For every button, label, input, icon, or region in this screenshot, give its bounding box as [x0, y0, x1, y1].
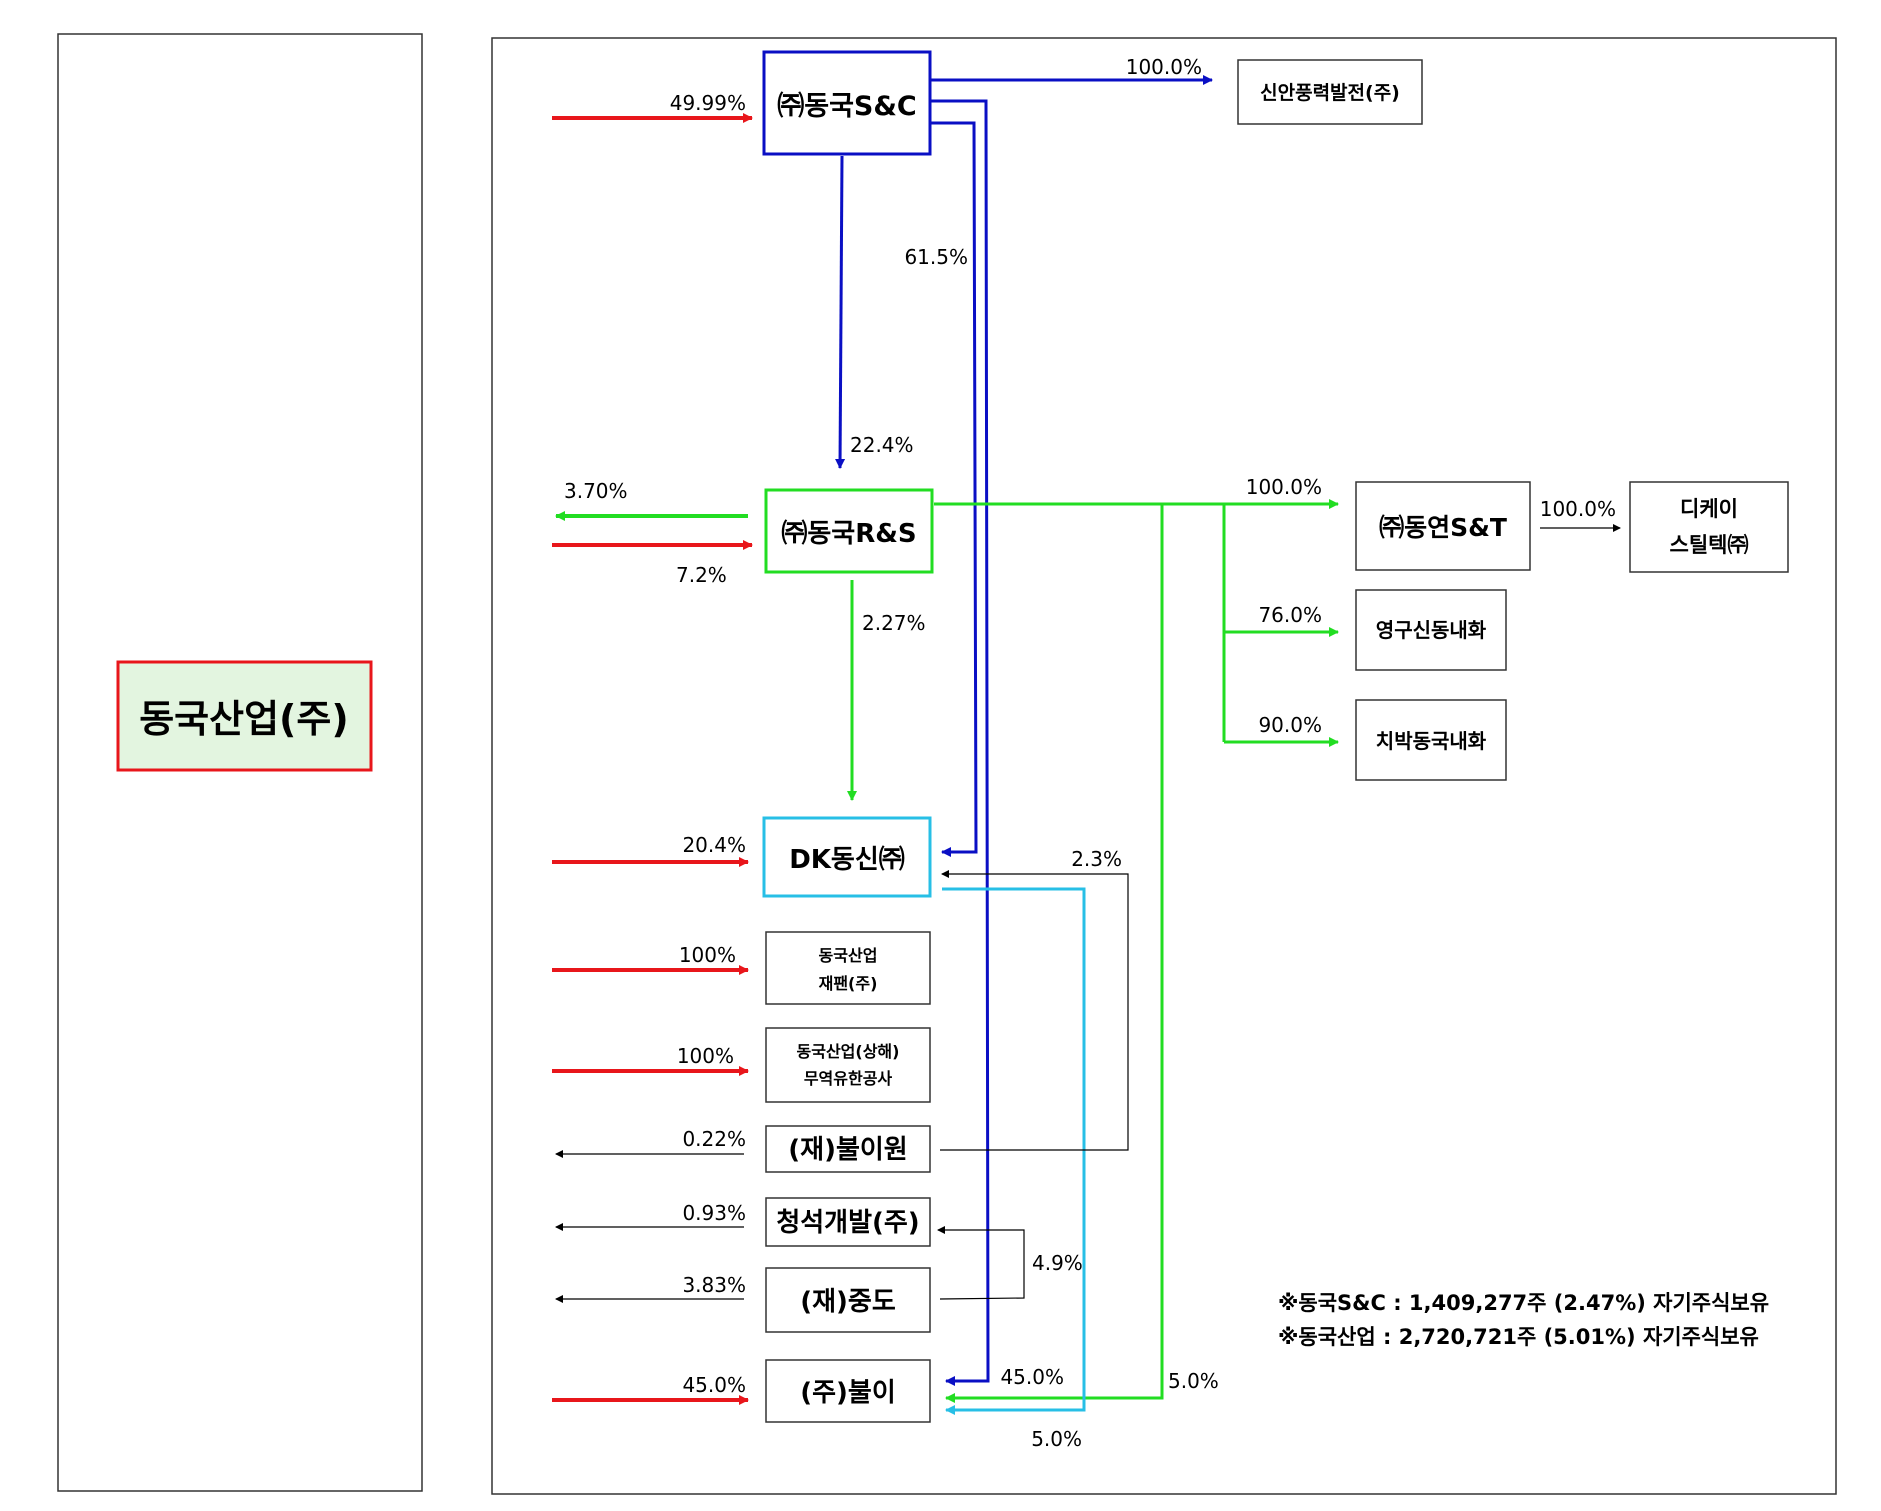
pct-parent-dkdongshin: 20.4%	[682, 833, 746, 857]
edge-sc-rs	[835, 155, 846, 469]
pct-rs-chibak: 90.0%	[1258, 713, 1322, 737]
edge-rs-buri	[945, 504, 1164, 1403]
node-dongyeon: ㈜동연S&T	[1379, 513, 1507, 542]
node-japan-line2: 재팬(주)	[819, 974, 878, 993]
pct-cheongseok-parent: 0.93%	[682, 1201, 746, 1225]
pct-dkdongshin-buri: 5.0%	[1031, 1427, 1082, 1451]
node-dksteeltech-line2: 스틸텍㈜	[1670, 533, 1749, 557]
edge-buriwon-dkdongshin	[940, 870, 1129, 1151]
node-jungdo-box	[765, 1267, 931, 1333]
pct-sc-buri: 45.0%	[1000, 1365, 1064, 1389]
pct-jungdo-cheongseok: 4.9%	[1032, 1251, 1083, 1275]
pct-rs-dongyeon: 100.0%	[1246, 475, 1322, 499]
node-sc-box	[762, 50, 932, 156]
pct-sc-shinan: 100.0%	[1126, 55, 1202, 79]
node-buri-box	[765, 1359, 931, 1423]
pct-jungdo-parent: 3.83%	[682, 1273, 746, 1297]
pct-rs-dkdongshin: 2.27%	[862, 611, 926, 635]
node-shinan: 신안풍력발전(주)	[1260, 82, 1400, 104]
node-japan-box	[765, 931, 931, 1005]
node-yeonggu-box	[1355, 589, 1507, 671]
pct-sc-bottom: 61.5%	[904, 245, 968, 269]
pct-dongyeon-dksteeltech: 100.0%	[1540, 497, 1616, 521]
node-rs: ㈜동국R&S	[781, 519, 916, 549]
edge-sc-dkdongshin	[930, 121, 978, 857]
node-yeonggu: 영구신동내화	[1376, 618, 1487, 642]
pct-parent-buri: 45.0%	[682, 1373, 746, 1397]
node-cheongseok-box	[765, 1197, 931, 1247]
node-buriwon: (재)불이원	[788, 1135, 907, 1165]
edge-jungdo-cheongseok	[937, 1226, 1025, 1300]
node-chibak-box	[1355, 699, 1507, 781]
node-dksteeltech-line1: 디케이	[1680, 497, 1738, 521]
node-shinan-box	[1237, 59, 1423, 125]
node-buri: (주)불이	[800, 1378, 896, 1408]
pct-parent-rs: 7.2%	[676, 563, 727, 587]
pct-buriwon-parent: 0.22%	[682, 1127, 746, 1151]
edge-sc-buri	[930, 99, 990, 1386]
node-jungdo: (재)중도	[800, 1287, 896, 1317]
pct-parent-sc: 49.99%	[670, 91, 746, 115]
left-panel-frame	[57, 33, 423, 1492]
pct-parent-japan: 100%	[679, 943, 736, 967]
pct-rs-parent: 3.70%	[564, 479, 628, 503]
pct-buriwon-dkdongshin: 2.3%	[1071, 847, 1122, 871]
node-buriwon-box	[765, 1125, 931, 1173]
node-japan-line1: 동국산업	[819, 946, 878, 965]
parent-company-label: 동국산업(주)	[139, 697, 349, 741]
note-treasury-sc: ※동국S&C : 1,409,277주 (2.47%) 자기주식보유	[1278, 1291, 1769, 1315]
node-chibak: 치박동국내화	[1376, 729, 1487, 753]
node-dksteeltech-box	[1629, 481, 1789, 573]
pct-rs-buri: 5.0%	[1168, 1369, 1219, 1393]
node-shanghai-box	[765, 1027, 931, 1103]
parent-company-box	[116, 660, 373, 772]
node-shanghai-line2: 무역유한공사	[804, 1069, 893, 1088]
pct-rs-yeonggu: 76.0%	[1258, 603, 1322, 627]
node-cheongseok: 청석개발(주)	[776, 1208, 919, 1238]
node-rs-box	[764, 488, 934, 574]
pct-parent-shanghai: 100%	[677, 1044, 734, 1068]
node-shanghai-line1: 동국산업(상해)	[797, 1042, 900, 1061]
right-panel-frame	[491, 37, 1837, 1495]
node-dkdongshin: DK동신㈜	[789, 845, 905, 875]
node-dkdongshin-box	[762, 816, 932, 898]
node-sc: ㈜동국S&C	[777, 91, 917, 122]
pct-sc-rs: 22.4%	[850, 433, 914, 457]
note-treasury-parent: ※동국산업 : 2,720,721주 (5.01%) 자기주식보유	[1278, 1325, 1759, 1349]
node-dongyeon-box	[1355, 481, 1531, 571]
